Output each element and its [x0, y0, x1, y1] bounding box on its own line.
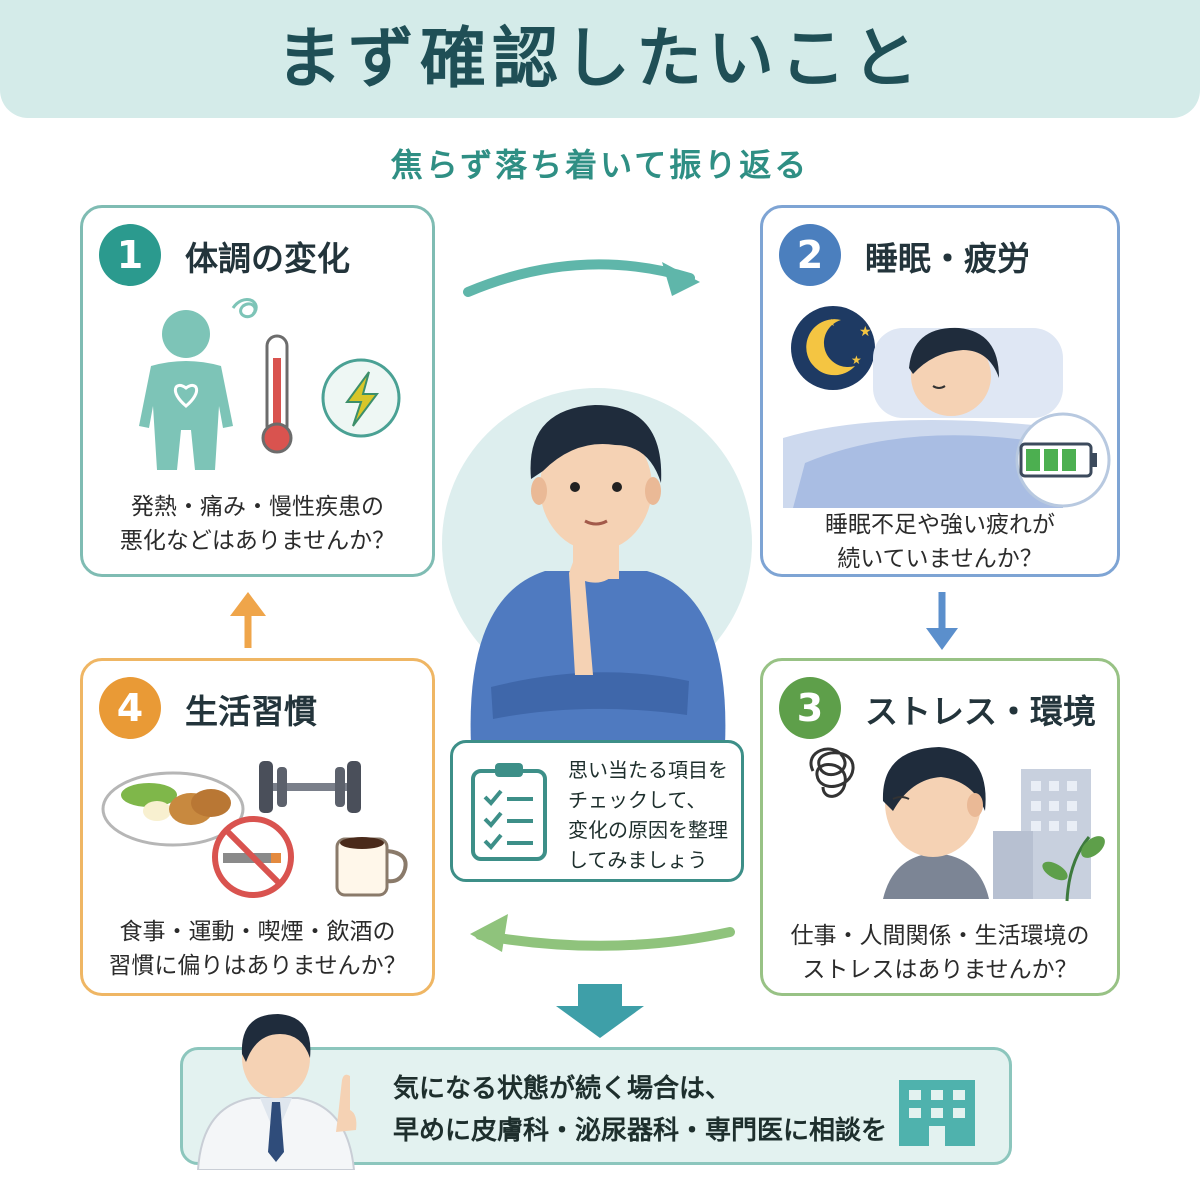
- doctor-pointing-hand: [336, 1074, 357, 1132]
- advice-text: 気になる状態が続く場合は、 早めに皮膚科・泌尿器科・専門医に相談を: [393, 1068, 887, 1152]
- card-text-line: 悪化などはありませんか？: [119, 528, 396, 554]
- left-eye: [570, 482, 580, 492]
- face: [540, 423, 652, 551]
- advice-line: 早めに皮膚科・泌尿器科・専門医に相談を: [393, 1116, 888, 1146]
- card-4-illustration: [101, 761, 408, 898]
- doctor-hair: [241, 1014, 311, 1062]
- right-eye: [612, 482, 622, 492]
- checklist-card: 思い当たる項目を チェックして、 変化の原因を整理 してみましょう: [450, 740, 744, 882]
- card-number-badge: 4: [99, 677, 161, 739]
- arrow-3-to-4: [475, 927, 735, 951]
- page-subtitle: 焦らず落ち着いて振り返る: [390, 146, 810, 184]
- arrow-1-to-2-head: [662, 262, 700, 296]
- card-text-line: ストレスはありませんか？: [802, 957, 1078, 983]
- card-3-illustration: [809, 747, 1105, 902]
- thinking-person-profile-icon: [882, 747, 989, 899]
- body-figure-icon: [139, 310, 233, 470]
- crossed-arm: [491, 672, 689, 719]
- card-text-line: 仕事・人間関係・生活環境の: [790, 923, 1090, 949]
- mouth: [584, 519, 608, 526]
- page-title: まず確認したいこと: [276, 20, 924, 97]
- sleeping-person-icon: [783, 327, 1063, 508]
- arrow-3-to-4-head: [470, 914, 508, 952]
- card-stress-environment: 3 ストレス・環境 仕事・人間関係・生活環境の ストレスはありませんか？: [760, 658, 1120, 996]
- torso: [470, 571, 726, 745]
- hair: [530, 405, 662, 483]
- lightning-fatigue-icon: [321, 358, 401, 438]
- card-number-badge: 3: [779, 677, 841, 739]
- card-text-line: 続いていませんか？: [837, 546, 1043, 572]
- left-ear: [531, 477, 547, 505]
- card-text: 睡眠不足や強い疲れが 続いていませんか？: [763, 508, 1117, 576]
- doctor-illustration: [196, 1014, 357, 1170]
- tangled-thoughts-icon: [809, 747, 855, 798]
- meal-plate-icon: [101, 771, 245, 847]
- card-text-line: 食事・運動・喫煙・飲酒の: [119, 919, 396, 945]
- title-banner: [0, 0, 1200, 118]
- checklist-line: してみましょう: [568, 848, 708, 872]
- coffee-cup-icon: [335, 837, 408, 897]
- card-lifestyle: 4 生活習慣 食事・運動・喫煙・飲酒の 習慣: [80, 658, 435, 996]
- hand-on-chin: [569, 529, 617, 675]
- checklist-line: チェックして、: [568, 788, 707, 812]
- dizzy-swirl-icon: [231, 298, 258, 319]
- thermometer-icon: [261, 334, 293, 454]
- card-number-badge: 2: [779, 224, 841, 286]
- card-text: 食事・運動・喫煙・飲酒の 習慣に偏りはありませんか？: [83, 915, 432, 983]
- svg-text:★: ★: [851, 353, 862, 367]
- svg-text:★: ★: [827, 318, 836, 329]
- card-text-line: 睡眠不足や強い疲れが: [825, 512, 1055, 538]
- advice-line: 気になる状態が続く場合は、: [393, 1074, 732, 1104]
- plant-leaf-icon: [1042, 836, 1105, 902]
- card-text: 発熱・痛み・慢性疾患の 悪化などはありませんか？: [83, 490, 432, 558]
- checklist-line: 思い当たる項目を: [568, 758, 728, 782]
- checklist-line: 変化の原因を整理: [568, 818, 728, 842]
- card-title: 生活習慣: [185, 692, 317, 731]
- doctor-tie: [268, 1102, 284, 1162]
- right-ear: [645, 477, 661, 505]
- card-text-line: 習慣に偏りはありませんか？: [108, 953, 407, 979]
- card-1-illustration: [139, 298, 401, 470]
- svg-text:★: ★: [859, 324, 872, 340]
- card-number-badge: 1: [99, 224, 161, 286]
- card-title: 睡眠・疲労: [865, 239, 1030, 278]
- arrow-4-to-1-head: [230, 592, 266, 616]
- card-body-condition: 1 体調の変化 発熱・痛み・慢性疾患の 悪化などはありませんか？: [80, 205, 435, 577]
- card-title: ストレス・環境: [865, 692, 1096, 731]
- arrow-1-to-2: [463, 259, 695, 297]
- down-arrow-head: [556, 1006, 644, 1038]
- dumbbell-icon: [259, 761, 361, 813]
- thinking-person-illustration: [442, 388, 752, 745]
- night-moon-icon: ★ ★ ★: [791, 306, 875, 390]
- down-arrow-body: [578, 984, 622, 1008]
- card-text-line: 発熱・痛み・慢性疾患の: [131, 494, 384, 520]
- checklist-text: 思い当たる項目を チェックして、 変化の原因を整理 してみましょう: [568, 755, 728, 875]
- hospital-building-icon: [899, 1080, 975, 1146]
- card-text: 仕事・人間関係・生活環境の ストレスはありませんか？: [763, 919, 1117, 987]
- card-title: 体調の変化: [185, 239, 350, 278]
- card-2-illustration: ★ ★ ★: [783, 306, 1111, 508]
- arrow-2-to-3-head: [926, 628, 958, 650]
- low-battery-icon: [1015, 412, 1111, 508]
- card-sleep-fatigue: 2 睡眠・疲労 ★ ★ ★ 睡眠不足や強い疲れが 続いていませんか？: [760, 205, 1120, 577]
- city-buildings-icon: [993, 769, 1091, 899]
- clipboard-checklist-icon: [471, 763, 547, 861]
- no-smoking-icon: [212, 816, 294, 898]
